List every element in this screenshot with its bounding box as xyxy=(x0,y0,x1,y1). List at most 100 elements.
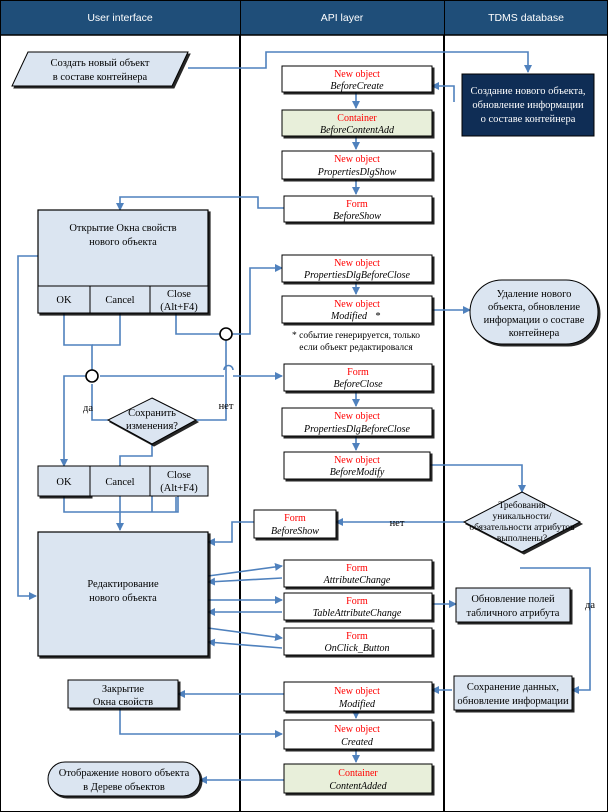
connectors xyxy=(17,51,591,784)
svg-text:Сохранить: Сохранить xyxy=(128,408,176,419)
junction-close xyxy=(219,327,233,341)
svg-text:*: * xyxy=(375,311,380,322)
svg-text:Создать новый объект: Создать новый объект xyxy=(50,58,149,69)
svg-text:уникальности/: уникальности/ xyxy=(493,512,552,522)
svg-text:BeforeModify: BeforeModify xyxy=(330,467,385,478)
svg-text:OK: OK xyxy=(56,295,72,306)
svg-text:нового объекта: нового объекта xyxy=(89,237,157,248)
label-no: нет xyxy=(219,401,234,412)
svg-text:в Дереве объектов: в Дереве объектов xyxy=(83,782,165,793)
svg-text:изменения?: изменения? xyxy=(126,421,178,432)
ok-button-2[interactable] xyxy=(37,465,91,497)
svg-text:Form: Form xyxy=(284,513,306,524)
svg-text:Cancel: Cancel xyxy=(105,477,134,488)
ui-save-decision: Сохранить изменения? да нет xyxy=(83,397,234,445)
svg-text:New object: New object xyxy=(334,69,380,80)
svg-text:Close: Close xyxy=(167,289,191,300)
event-onclick-button: Form OnClick_Button xyxy=(283,627,433,656)
close-button-2[interactable] xyxy=(149,465,209,497)
ui-properties-window: Открытие Окна свойств нового объекта OK … xyxy=(37,209,209,314)
svg-text:Modified: Modified xyxy=(338,699,376,710)
api-events: New object BeforeCreate Container Before… xyxy=(253,65,433,794)
svg-text:PropertiesDlgShow: PropertiesDlgShow xyxy=(317,167,397,178)
svg-text:Container: Container xyxy=(337,113,377,124)
event-properties-dlg-before-close-2: New object PropertiesDlgBeforeClose xyxy=(281,407,433,437)
event-properties-dlg-before-close-1: New object PropertiesDlgBeforeClose xyxy=(281,254,433,283)
svg-text:нового объекта: нового объекта xyxy=(89,593,157,604)
svg-text:New object: New object xyxy=(334,411,380,422)
svg-text:BeforeCreate: BeforeCreate xyxy=(330,81,384,92)
ui-edit-object: Редактирование нового объекта xyxy=(37,531,209,657)
event-form-before-show-1: Form BeforeShow xyxy=(283,195,433,223)
svg-text:New object: New object xyxy=(334,258,380,269)
event-table-attribute-change: Form TableAttributeChange xyxy=(283,592,433,621)
db-update-table: Обновление полей табличного атрибута xyxy=(455,587,571,623)
ui-close-window: Закрытие Окна свойств xyxy=(67,679,179,709)
svg-text:(Alt+F4): (Alt+F4) xyxy=(160,483,198,494)
lane-header-db xyxy=(445,1,607,35)
svg-text:обновление информации: обновление информации xyxy=(457,696,569,707)
ui-create-object: Создать новый объект в составе контейнер… xyxy=(11,51,189,87)
svg-text:PropertiesDlgBeforeClose: PropertiesDlgBeforeClose xyxy=(303,270,410,281)
svg-text:Сохранение данных,: Сохранение данных, xyxy=(467,682,559,693)
event-note: * событие генерируется, только если объе… xyxy=(292,330,420,353)
svg-text:BeforeContentAdd: BeforeContentAdd xyxy=(320,125,395,136)
svg-text:New object: New object xyxy=(334,154,380,165)
svg-text:Form: Form xyxy=(346,631,368,642)
svg-text:Удаление нового: Удаление нового xyxy=(497,289,572,300)
event-form-before-show-2: Form BeforeShow xyxy=(253,509,337,539)
svg-text:Form: Form xyxy=(347,367,369,378)
svg-text:Form: Form xyxy=(346,199,368,210)
svg-text:Редактирование: Редактирование xyxy=(87,579,159,590)
svg-text:TableAttributeChange: TableAttributeChange xyxy=(313,608,402,619)
svg-text:OK: OK xyxy=(56,477,72,488)
svg-text:BeforeClose: BeforeClose xyxy=(333,379,383,390)
db-requirements-decision: Требования уникальности/ обязательности … xyxy=(462,491,595,611)
close-button-1[interactable] xyxy=(149,285,209,314)
svg-text:в составе контейнера: в составе контейнера xyxy=(53,72,148,83)
svg-text:Отображение нового объекта: Отображение нового объекта xyxy=(59,768,190,779)
svg-text:OnClick_Button: OnClick_Button xyxy=(325,643,390,654)
ui-button-row: OK Cancel Close (Alt+F4) xyxy=(37,465,209,497)
svg-text:Требования: Требования xyxy=(498,500,546,511)
lane-header-api xyxy=(241,1,444,35)
svg-text:обязательности атрибутов: обязательности атрибутов xyxy=(469,522,575,533)
event-properties-dlg-show: New object PropertiesDlgShow xyxy=(281,150,433,180)
svg-text:Form: Form xyxy=(346,596,368,607)
svg-text:если объект редактировался: если объект редактировался xyxy=(299,342,413,353)
lane-title-api: API layer xyxy=(321,12,364,24)
svg-text:New object: New object xyxy=(334,724,380,735)
svg-text:(Alt+F4): (Alt+F4) xyxy=(160,302,198,313)
event-created: New object Created xyxy=(283,719,433,750)
event-modified-1: New object Modified * xyxy=(281,295,433,324)
svg-text:Закрытие: Закрытие xyxy=(102,684,145,695)
svg-text:AttributeChange: AttributeChange xyxy=(323,575,391,586)
svg-text:Cancel: Cancel xyxy=(105,295,134,306)
svg-text:контейнера: контейнера xyxy=(509,328,560,339)
svg-text:New object: New object xyxy=(334,686,380,697)
properties-window-title: Открытие Окна свойств xyxy=(69,223,176,234)
svg-text:BeforeShow: BeforeShow xyxy=(271,526,319,537)
svg-text:PropertiesDlgBeforeClose: PropertiesDlgBeforeClose xyxy=(303,424,410,435)
junction-save xyxy=(85,369,99,383)
svg-text:Создание нового объекта,: Создание нового объекта, xyxy=(470,86,585,97)
svg-text:Container: Container xyxy=(338,768,378,779)
svg-text:обновление информации: обновление информации xyxy=(472,100,584,111)
svg-text:Обновление полей: Обновление полей xyxy=(471,594,555,605)
label-no-requirements: нет xyxy=(390,518,405,529)
svg-text:New object: New object xyxy=(334,299,380,310)
ok-button-1[interactable] xyxy=(37,285,91,314)
event-content-added: Container ContentAdded xyxy=(283,763,433,794)
svg-text:ContentAdded: ContentAdded xyxy=(329,781,387,792)
event-before-modify: New object BeforeModify xyxy=(283,451,431,480)
event-before-create: New object BeforeCreate xyxy=(281,65,433,93)
svg-text:New object: New object xyxy=(334,455,380,466)
event-attribute-change: Form AttributeChange xyxy=(283,559,433,588)
svg-text:Modified: Modified xyxy=(330,311,368,322)
label-yes-requirements: да xyxy=(585,600,595,611)
lane-title-ui: User interface xyxy=(87,12,153,24)
db-save-data: Сохранение данных, обновление информации xyxy=(453,675,573,711)
lane-title-db: TDMS database xyxy=(488,12,564,24)
svg-text:табличного атрибута: табличного атрибута xyxy=(467,608,560,619)
